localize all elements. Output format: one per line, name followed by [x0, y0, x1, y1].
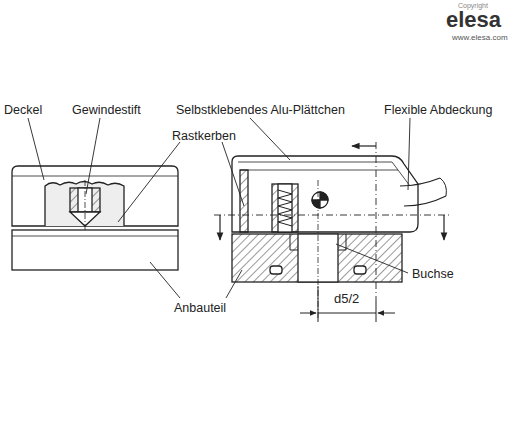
leader-lines — [28, 118, 410, 298]
part-name: Flexible Abdeckung — [384, 104, 492, 117]
part-name: Deckel — [4, 104, 42, 117]
right-view — [232, 156, 446, 320]
copyright-note: Copyright — [458, 2, 488, 9]
part-name: Rastkerben — [172, 130, 236, 143]
web-address: www.elesa.com — [452, 34, 508, 42]
dimension-d5-2 — [300, 286, 395, 322]
part-name: Buchse — [412, 268, 454, 281]
dimension-label: d5/2 — [334, 292, 359, 305]
brand-logo: elesa — [446, 9, 501, 31]
part-name: Anbauteil — [174, 302, 226, 315]
part-name: Selbstklebendes Alu-Plättchen — [176, 104, 345, 117]
part-name: Gewindestift — [72, 104, 141, 117]
left-view — [12, 166, 178, 270]
